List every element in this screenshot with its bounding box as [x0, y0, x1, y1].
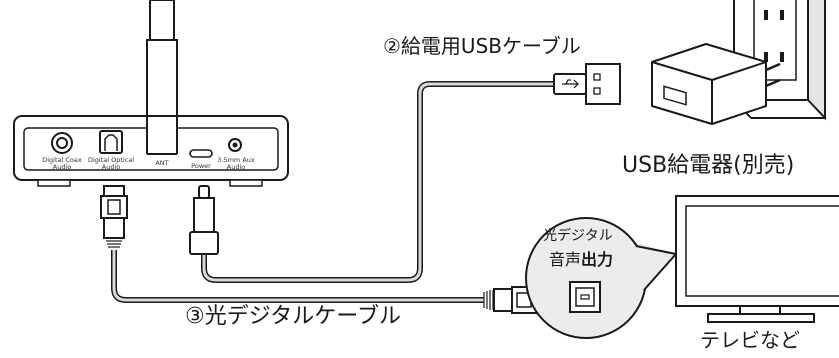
transmitter-device: Digital Coax Audio Digital Optical Audio… — [13, 0, 289, 187]
bubble-text-normal: 音声 — [549, 250, 582, 269]
usb-charger-label: USB給電器(別売) — [622, 153, 795, 178]
optical-cable — [111, 250, 484, 303]
usb-a-plug — [553, 63, 621, 105]
optical-plug-left — [100, 185, 128, 248]
tv-label: テレビなど — [700, 328, 800, 352]
port-label-ant: ANT — [155, 159, 168, 167]
bubble-text-bold: 出力 — [581, 250, 614, 269]
port-label-aux: 3.5mm Aux — [217, 156, 255, 164]
usb-power-cable — [201, 81, 556, 283]
port-label-optical: Digital Optical — [88, 156, 134, 164]
optical-output-bubble — [525, 217, 677, 339]
port-label-optical-2: Audio — [102, 163, 120, 171]
port-label-power: Power — [191, 162, 211, 170]
power-port — [189, 149, 213, 158]
port-label-coax-2: Audio — [53, 163, 71, 171]
bubble-text-line2: 音声出力 — [549, 252, 613, 268]
usb-c-plug — [189, 185, 219, 255]
usb-charger — [651, 43, 781, 125]
optical-cable-label: ③光デジタルケーブル — [185, 304, 401, 329]
port-label-coax: Digital Coax — [42, 156, 82, 164]
television — [675, 195, 839, 323]
port-label-aux-2: Audio — [227, 163, 245, 171]
bubble-text-line1: 光デジタル — [543, 228, 613, 244]
usb-power-cable-label: ②給電用USBケーブル — [383, 34, 581, 58]
